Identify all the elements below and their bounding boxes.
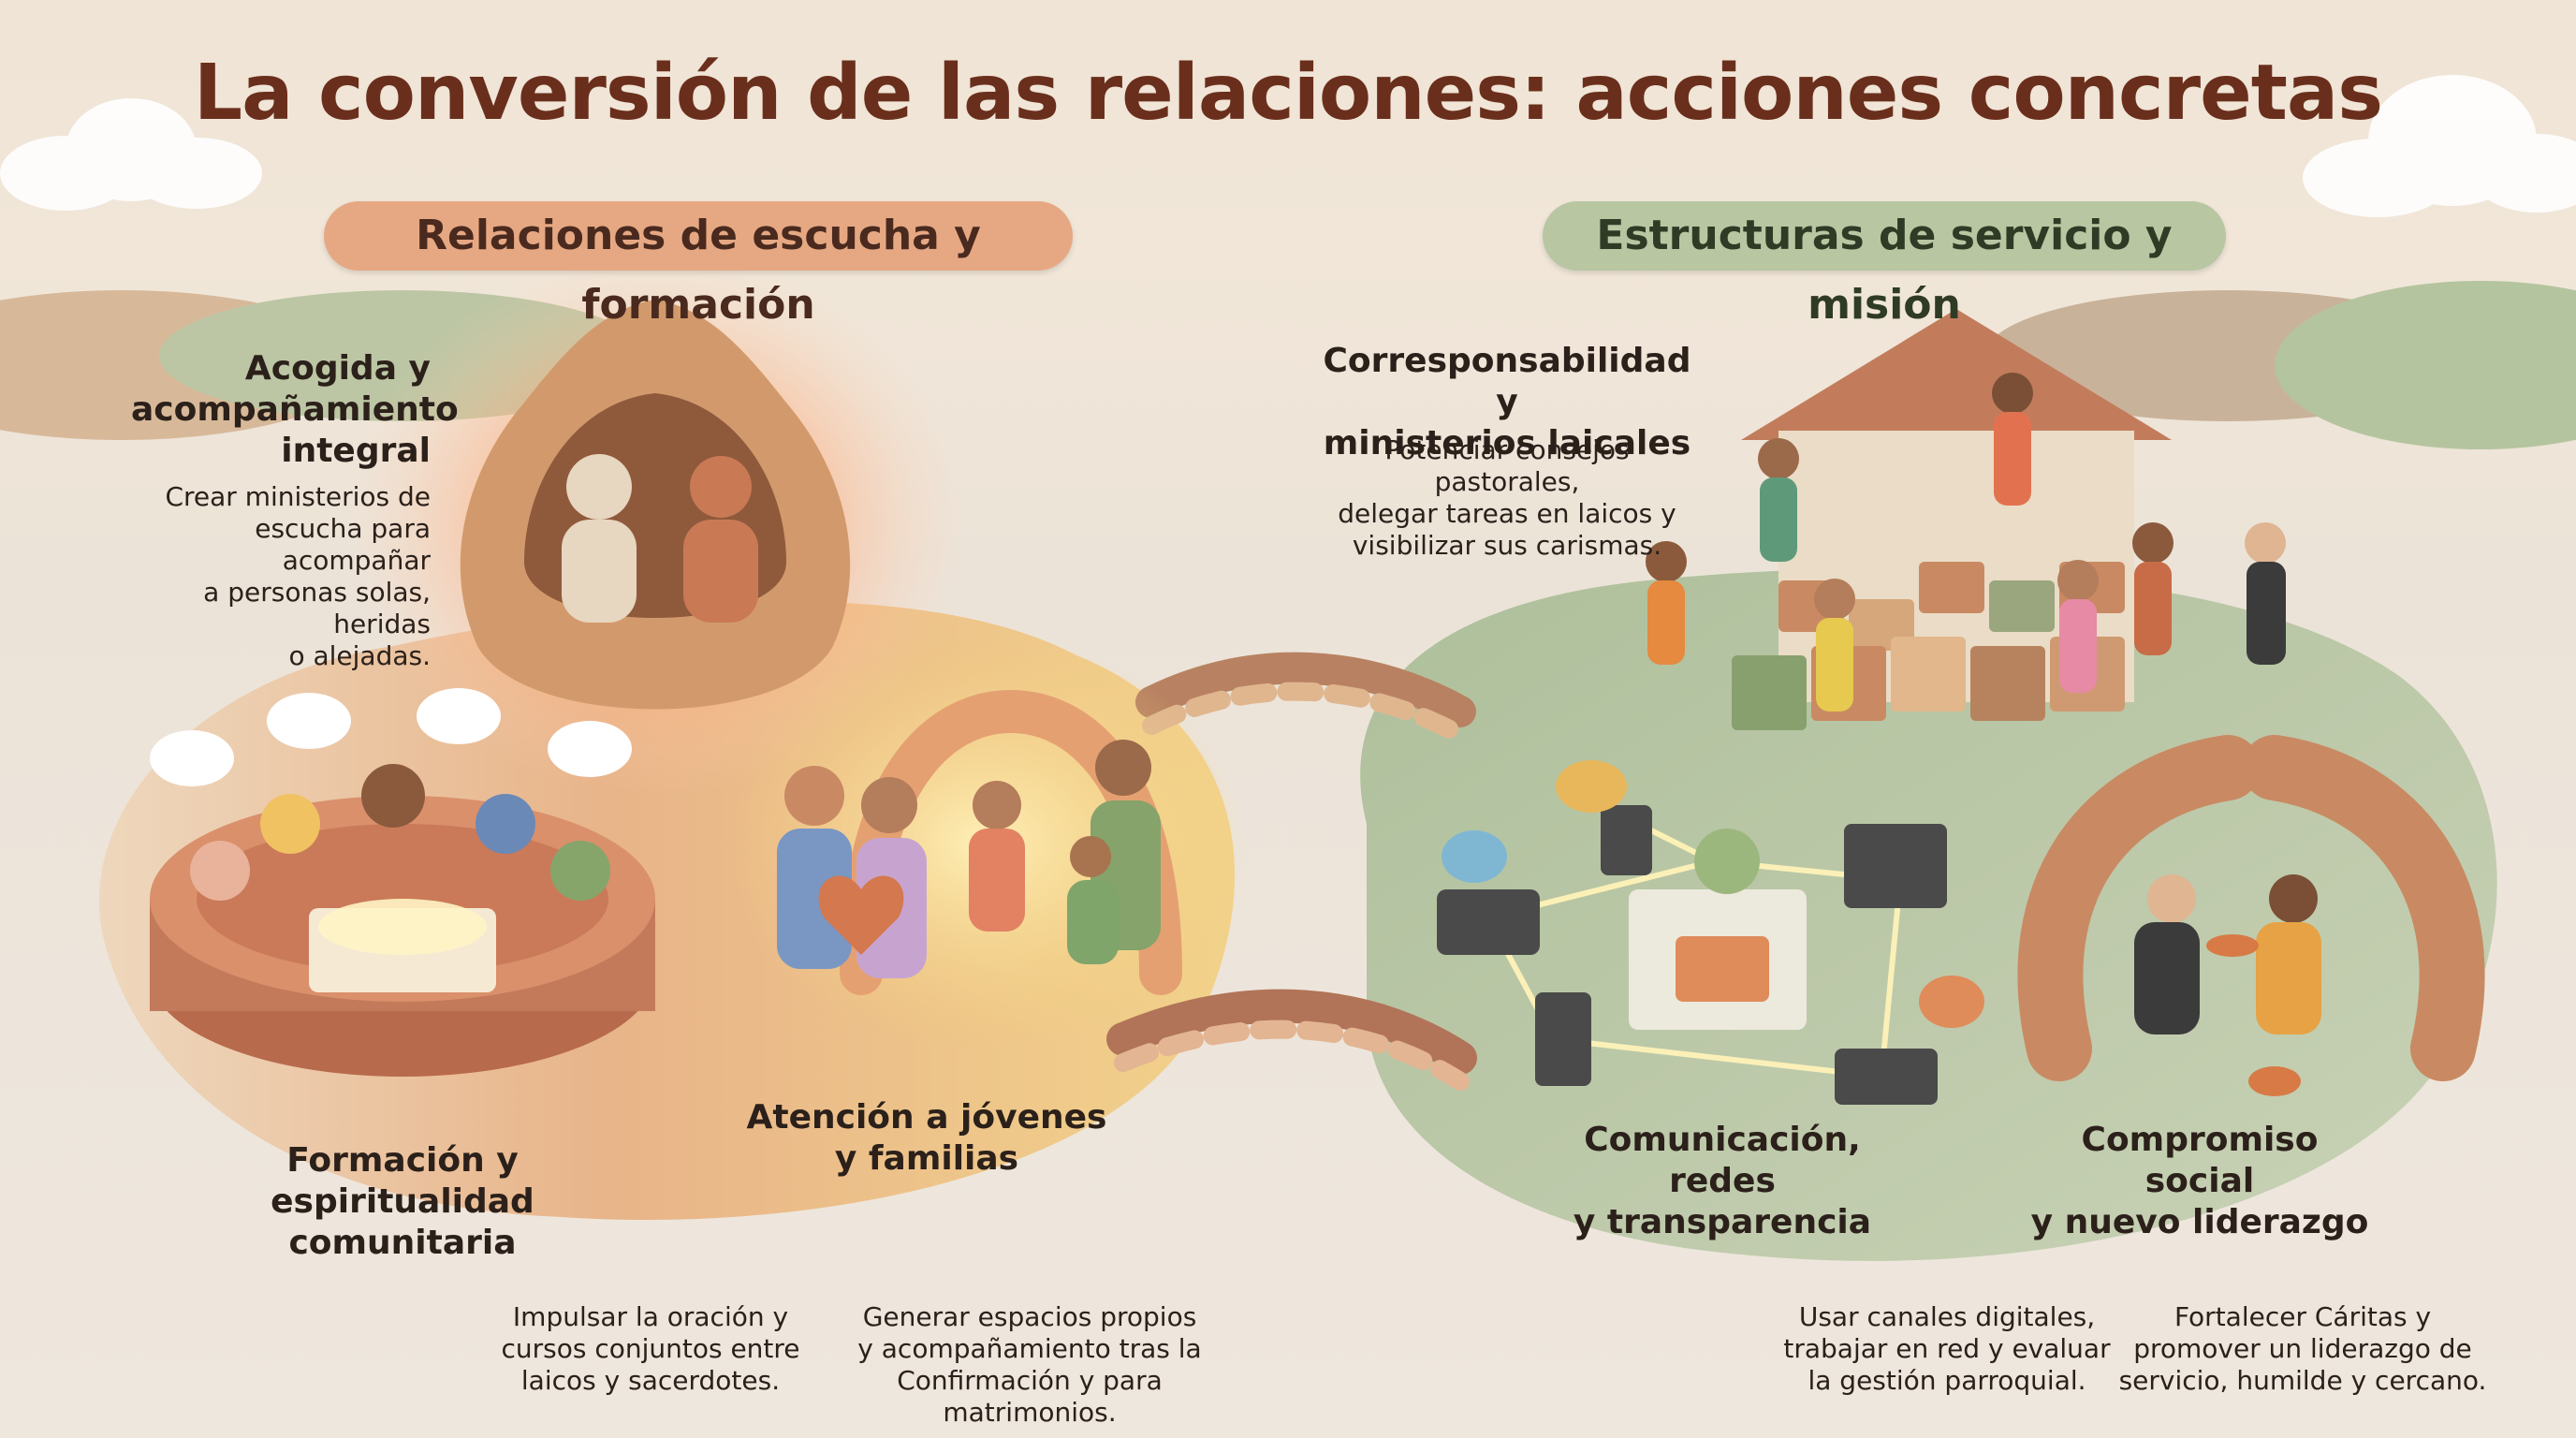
comunicacion-heading: Comunicación, redes y transparencia — [1573, 1121, 1872, 1241]
corresponsabilidad-heading: Corresponsabilidad y ministerios laicale… — [1323, 342, 1691, 462]
hands-canopy — [2017, 735, 2485, 1096]
prayer-circle — [150, 688, 655, 1077]
acogida-description: Crear ministerios de escucha para acompa… — [165, 481, 431, 671]
cloud-left — [0, 98, 262, 211]
cloud-right — [2303, 75, 2576, 217]
communication-network — [1437, 760, 1984, 1105]
acogida-heading: Acogida y acompañamiento integral — [131, 349, 459, 470]
jovenes-heading: Atención a jóvenes y familias — [746, 1098, 1107, 1178]
house-of-blocks — [1646, 309, 2286, 730]
corresponsabilidad-description: Potenciar consejos pastorales, delegar t… — [1338, 434, 1676, 561]
formacion-description: Impulsar la oración y cursos conjuntos e… — [501, 1301, 800, 1396]
listening-pod — [346, 253, 964, 796]
jovenes-description: Generar espacios propios y acompañamient… — [857, 1301, 1202, 1428]
compromiso-heading: Compromiso social y nuevo liderazgo — [2030, 1121, 2369, 1241]
braided-bridge-bottom — [1106, 989, 1477, 1091]
compromiso-description: Fortalecer Cáritas y promover un lideraz… — [2118, 1301, 2487, 1396]
formacion-heading: Formación y espiritualidad comunitaria — [271, 1141, 534, 1262]
family-arch — [721, 637, 1245, 1049]
section-label-left: Relaciones de escucha y formación — [324, 201, 1073, 329]
section-label-right: Estructuras de servicio y misión — [1543, 201, 2226, 329]
comunicacion-description: Usar canales digitales, trabajar en red … — [1783, 1301, 2111, 1396]
braided-bridge-top — [1135, 652, 1476, 744]
page-title: La conversión de las relaciones: accione… — [193, 49, 2383, 138]
